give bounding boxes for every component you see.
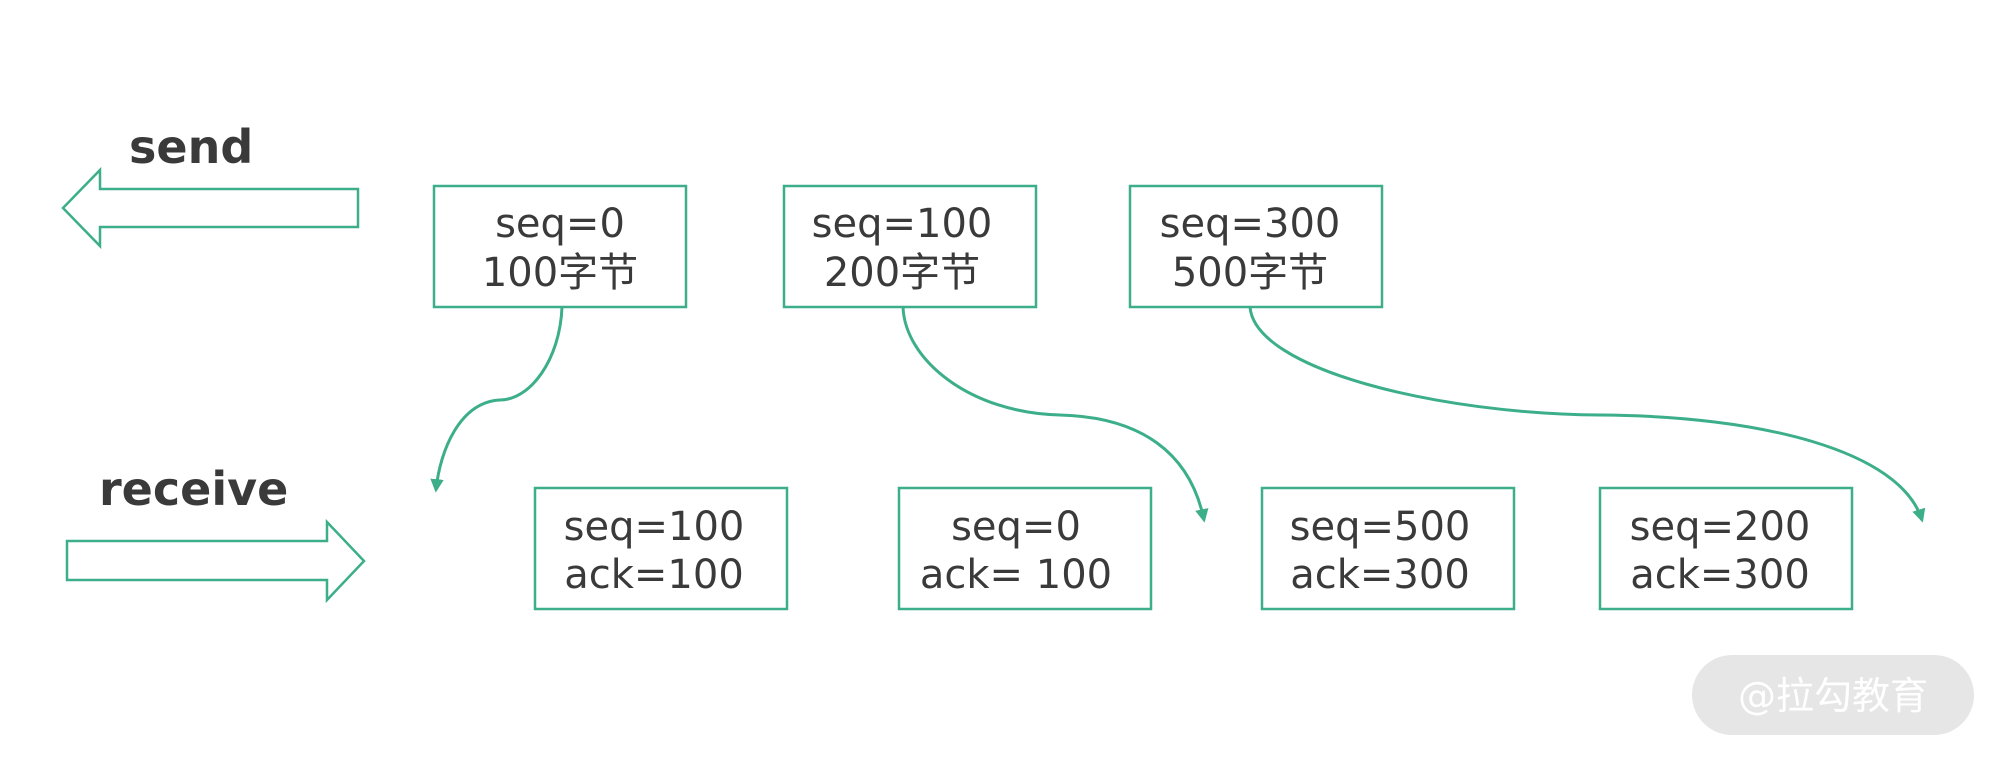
send-packet: seq=300 500字节 <box>1128 184 1384 309</box>
send-packet-size: 200字节 <box>824 250 980 296</box>
send-packet: seq=100 200字节 <box>782 184 1038 309</box>
receive-packet-ack: ack=300 <box>1630 552 1810 598</box>
send-packet: seq=0 100字节 <box>432 184 688 309</box>
receive-direction-arrow-icon <box>65 518 366 604</box>
transmission-arrow-seq100 <box>901 306 1209 523</box>
send-packet-box <box>432 184 688 309</box>
receive-packet: seq=0 ack= 100 <box>897 486 1153 611</box>
receive-packet-ack: ack= 100 <box>920 552 1112 598</box>
receive-packet-seq: seq=0 <box>951 504 1081 550</box>
watermark-pill <box>1692 655 1974 735</box>
send-packet-seq: seq=300 <box>1160 201 1341 247</box>
transmission-arrow-seq300 <box>1248 306 1926 523</box>
receive-packet-seq: seq=200 <box>1630 504 1811 550</box>
send-packet-size: 100字节 <box>482 250 638 296</box>
send-label: send <box>129 120 253 174</box>
receive-packet-seq: seq=500 <box>1290 504 1471 550</box>
receive-packet-seq: seq=100 <box>564 504 745 550</box>
send-packet-size: 500字节 <box>1172 250 1328 296</box>
receive-packet-box <box>533 486 789 611</box>
receive-packet: seq=200 ack=300 <box>1598 486 1854 611</box>
send-packet-seq: seq=0 <box>495 201 625 247</box>
watermark-text: @拉勾教育 <box>1738 674 1928 718</box>
send-packet-box <box>782 184 1038 309</box>
send-direction-arrow-icon <box>61 166 360 250</box>
send-packet-box <box>1128 184 1384 309</box>
receive-packet-box <box>1598 486 1854 611</box>
send-packet-seq: seq=100 <box>812 201 993 247</box>
receive-packet-ack: ack=300 <box>1290 552 1470 598</box>
transmission-arrow-seq0 <box>430 306 564 493</box>
receive-packet-box <box>897 486 1153 611</box>
receive-packet-ack: ack=100 <box>564 552 744 598</box>
receive-packet: seq=100 ack=100 <box>533 486 789 611</box>
watermark: @拉勾教育 <box>1692 655 1974 735</box>
receive-packet-box <box>1260 486 1516 611</box>
receive-label: receive <box>99 462 288 516</box>
receive-packet: seq=500 ack=300 <box>1260 486 1516 611</box>
